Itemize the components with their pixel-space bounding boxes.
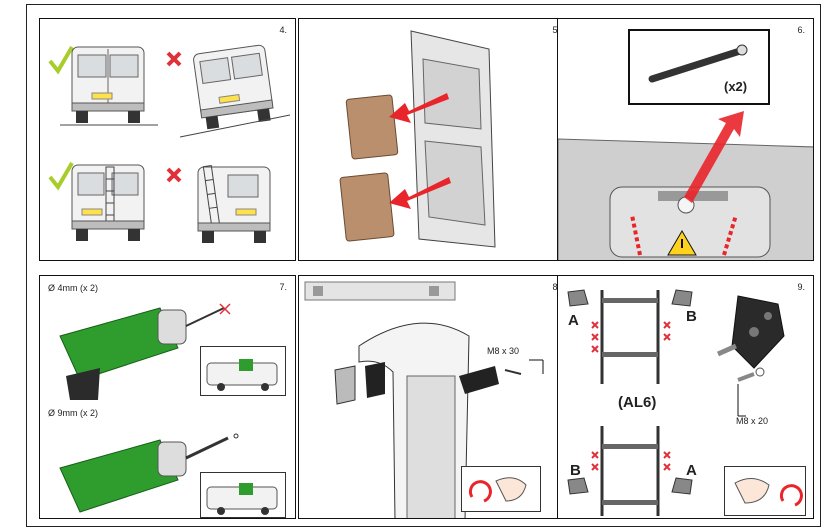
step-number: 9. <box>797 282 805 292</box>
warning-icon <box>667 230 697 256</box>
van-rear-tilted <box>193 44 274 130</box>
cross-icon <box>591 321 599 353</box>
ladder-upper <box>600 290 660 384</box>
van-inset-lower <box>200 472 286 518</box>
arrow-icon <box>389 93 449 123</box>
check-icon <box>48 45 74 75</box>
van-rear-illustrations <box>48 44 291 243</box>
cross-icon <box>219 303 231 315</box>
drill-upper <box>59 303 231 400</box>
drill-size-large: Ø 9mm (x 2) <box>48 408 99 418</box>
cross-icon <box>166 51 182 67</box>
bolt-size-label: M8 x 30 <box>487 346 520 356</box>
van-rear-level <box>60 46 158 126</box>
cross-icon <box>663 321 671 341</box>
van-rear-ladder-level <box>71 164 145 241</box>
model-label: (AL6) <box>616 394 659 411</box>
instruction-sheet: 4. <box>26 4 821 527</box>
cross-icon <box>663 451 671 471</box>
check-icon <box>48 161 74 191</box>
pin-detail <box>648 44 748 83</box>
van-door <box>410 30 496 248</box>
cross-icon <box>591 451 599 471</box>
detail-inset: (x2) <box>628 29 770 105</box>
quantity-label: (x2) <box>724 79 748 94</box>
step-number: 5. <box>552 25 560 35</box>
hand-tighten-inset <box>461 466 541 512</box>
drill-illustrations <box>59 303 239 513</box>
step-5-panel: 5. <box>298 18 569 261</box>
arrow-icon <box>389 177 451 209</box>
ladder-lower <box>600 426 660 516</box>
step-8-panel: 8. M8 x 30 <box>298 275 569 519</box>
hand-tighten-inset <box>724 466 806 516</box>
pad-upper <box>345 94 399 160</box>
arrow-icon <box>684 111 744 203</box>
step-number: 8. <box>552 282 560 292</box>
rotate-arrow-icon <box>468 480 492 503</box>
step-number: 4. <box>279 25 287 35</box>
side-b-label-top: B <box>686 308 697 325</box>
ladder-assembly-illustration <box>567 289 785 516</box>
pad-lower <box>339 172 395 242</box>
step-number: 6. <box>797 25 805 35</box>
step-4-panel: 4. <box>39 18 296 261</box>
van-rear-ladder-tilted <box>197 165 271 243</box>
step-9-panel: 9. A B (AL6) B A M8 x 20 <box>557 275 814 519</box>
drill-lower <box>59 433 239 513</box>
step-number: 7. <box>279 282 287 292</box>
side-a-label-top: A <box>568 312 579 329</box>
drill-size-small: Ø 4mm (x 2) <box>48 283 99 293</box>
cross-icon <box>166 167 182 183</box>
bolt-size-label: M8 x 20 <box>736 416 769 426</box>
step-6-panel: 6. (x2) <box>557 18 814 261</box>
rotate-arrow-icon <box>779 484 803 507</box>
door-pads-illustration <box>339 30 496 248</box>
step-7-panel: 7. Ø 4mm (x 2) Ø 9mm (x 2) <box>39 275 296 519</box>
bracket-mount-illustration <box>304 281 544 518</box>
side-a-label-bottom: A <box>686 462 697 479</box>
side-b-label-bottom: B <box>570 462 581 479</box>
van-inset-upper <box>200 346 286 396</box>
